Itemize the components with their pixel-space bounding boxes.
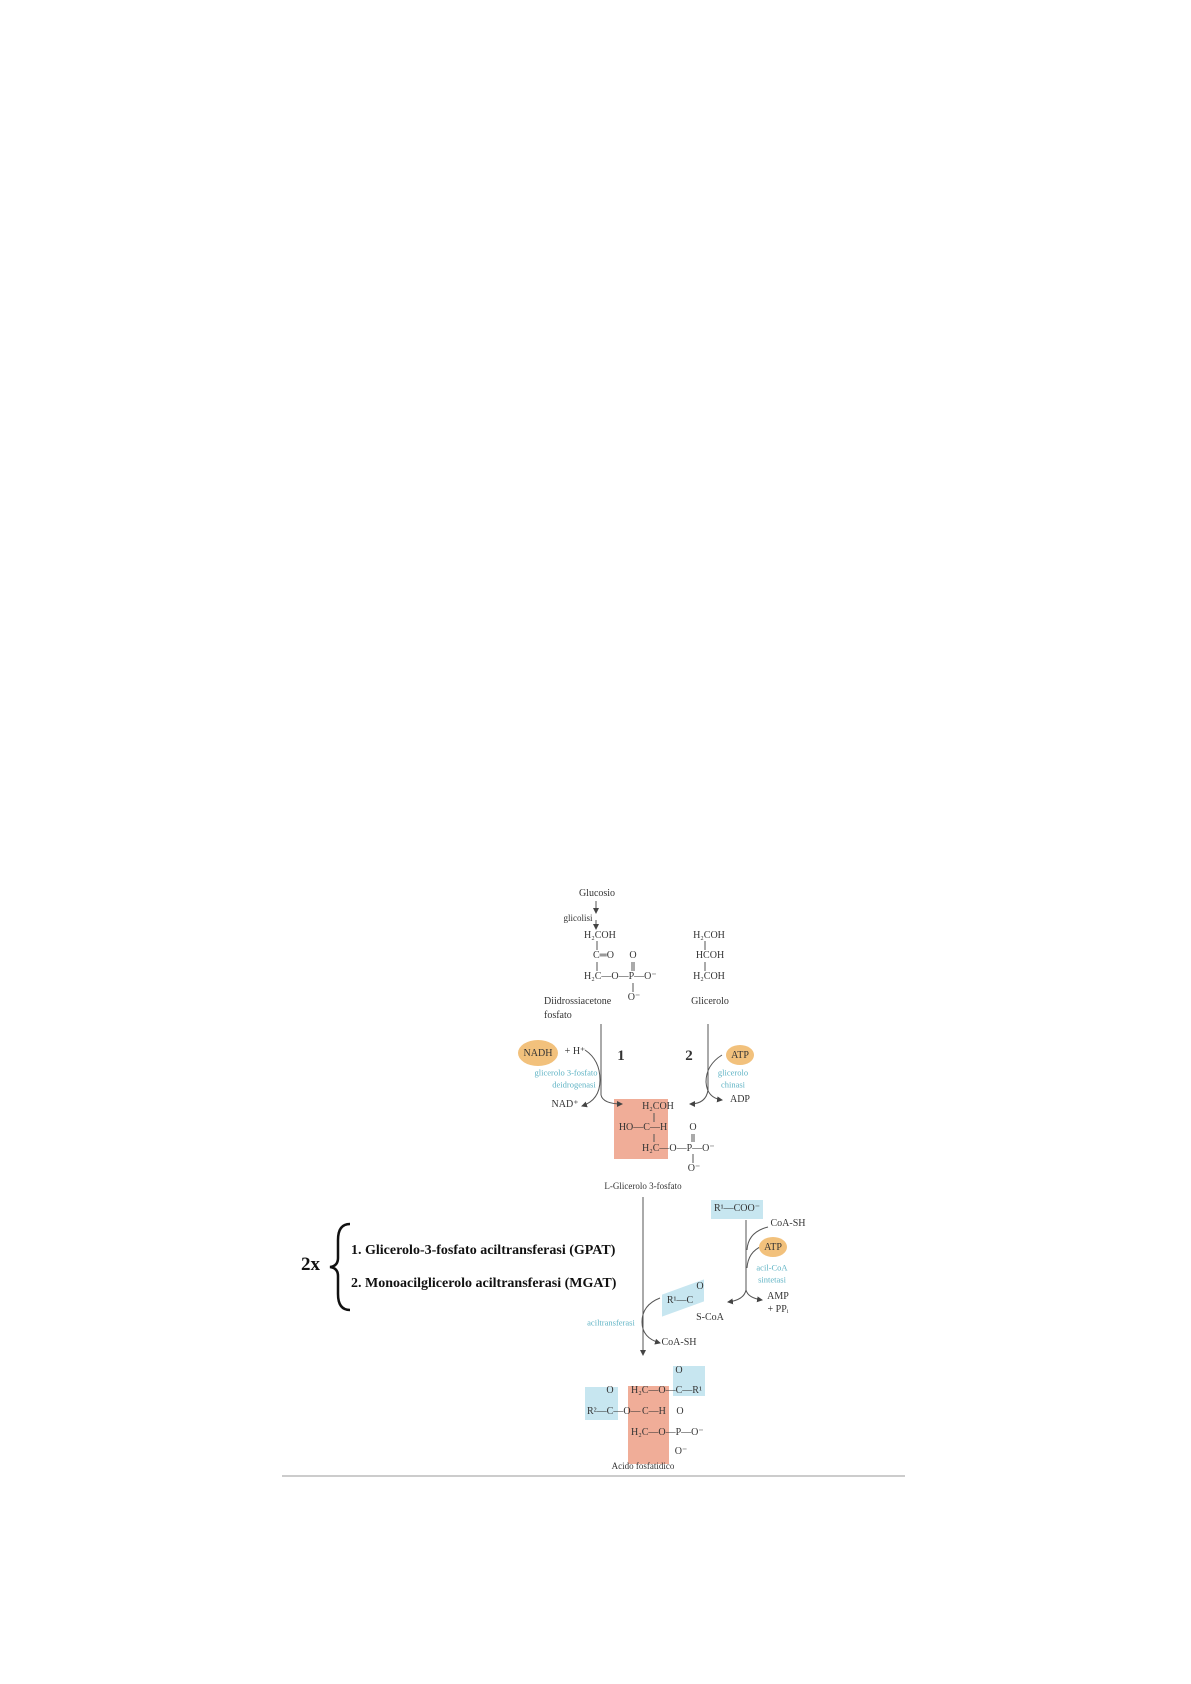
nadh-cofactor: NADH bbox=[518, 1040, 558, 1066]
amp-label: AMP bbox=[767, 1291, 789, 1302]
acyl-coa-label: R¹—C bbox=[666, 1295, 694, 1306]
acyl-coa-o: O bbox=[696, 1281, 704, 1292]
coa-sh-in-label: CoA-SH bbox=[770, 1218, 806, 1229]
glycolysis-label: glicolisi bbox=[563, 913, 593, 923]
enzyme-gpat: 1. Glicerolo-3-fosfato aciltransferasi (… bbox=[351, 1243, 616, 1258]
glycerol-backbone-highlight bbox=[628, 1386, 669, 1464]
g3p-dehydrogenase-label: glicerolo 3-fosfato bbox=[534, 1067, 598, 1078]
dhap-name: Diidrossiacetone bbox=[544, 996, 612, 1007]
atp-label-2: ATP bbox=[764, 1241, 782, 1253]
glycerol-line1: H₂COH bbox=[693, 930, 725, 941]
pa-p-bottom: O⁻ bbox=[674, 1446, 688, 1457]
acyl-coa-synthetase-label: acil-CoA bbox=[756, 1262, 788, 1273]
g3p-line3: H₂C—O—P—O⁻ bbox=[642, 1143, 715, 1154]
dhap-line1: H₂COH bbox=[584, 930, 616, 941]
glucose-label: Glucosio bbox=[578, 888, 616, 899]
acyl-coa-synthetase-label-2: sintetasi bbox=[758, 1274, 786, 1285]
atp-label: ATP bbox=[731, 1049, 749, 1061]
pa-line3: H₂C—O—P—O⁻ bbox=[631, 1427, 704, 1438]
r2-acyl-highlight bbox=[585, 1387, 618, 1420]
phosphatidic-acid-name: Acido fosfatidico bbox=[611, 1461, 675, 1471]
dhap-p-top: O bbox=[629, 950, 637, 961]
enzyme-mgat: 2. Monoacilglicerolo aciltransferasi (MG… bbox=[351, 1276, 617, 1291]
multiplier-label: 2x bbox=[301, 1254, 320, 1275]
curly-brace bbox=[329, 1222, 351, 1312]
glycerol-kinase-label: glicerolo bbox=[717, 1067, 749, 1078]
g3p-name: L-Glicerolo 3-fosfato bbox=[604, 1181, 682, 1191]
coa-sh-out-label: CoA-SH bbox=[661, 1337, 697, 1348]
glycerol-line3: H₂COH bbox=[693, 971, 725, 982]
dhap-line3: H₂C—O—P—O⁻ bbox=[584, 971, 657, 982]
pa-r1-o: O bbox=[675, 1365, 683, 1376]
pa-p-top: O bbox=[676, 1406, 684, 1417]
g3p-line2: HO—C—H bbox=[618, 1122, 668, 1133]
g3p-highlight bbox=[614, 1099, 668, 1159]
r1-acyl-highlight bbox=[673, 1366, 705, 1396]
g3p-p-top: O bbox=[689, 1122, 697, 1133]
nad-label: NAD⁺ bbox=[551, 1099, 579, 1110]
proton-label: + H⁺ bbox=[564, 1046, 586, 1057]
g3p-line1: H₂COH bbox=[642, 1101, 674, 1112]
pathway-2-number: 2 bbox=[685, 1048, 693, 1064]
pa-line2: C—H bbox=[642, 1406, 666, 1417]
pa-r2-o: O bbox=[606, 1385, 614, 1396]
dhap-p-bottom: O⁻ bbox=[627, 992, 641, 1003]
glycerol-kinase-label-2: chinasi bbox=[720, 1079, 746, 1090]
ppi-label: + PPᵢ bbox=[767, 1304, 789, 1315]
pa-r2-acyl: R²—C—O— bbox=[587, 1406, 641, 1417]
nadh-label: NADH bbox=[523, 1047, 553, 1059]
glycerol-line2: HCOH bbox=[695, 950, 725, 961]
glycerol-name: Glicerolo bbox=[691, 996, 729, 1007]
dhap-name-2: fosfato bbox=[544, 1010, 572, 1021]
pa-line1: H₂C—O—C—R¹ bbox=[631, 1385, 702, 1396]
acyltransferase-label: aciltransferasi bbox=[587, 1317, 635, 1328]
fatty-acid-label: R¹—COO⁻ bbox=[713, 1203, 761, 1214]
pathway-1-number: 1 bbox=[617, 1048, 625, 1064]
scoa-label: S-CoA bbox=[696, 1312, 724, 1323]
fatty-acid-highlight bbox=[711, 1200, 763, 1219]
g3p-p-bottom: O⁻ bbox=[687, 1163, 701, 1174]
atp-cofactor-2: ATP bbox=[759, 1237, 787, 1257]
adp-label: ADP bbox=[729, 1094, 751, 1105]
atp-cofactor: ATP bbox=[726, 1045, 754, 1065]
g3p-dehydrogenase-label-2: deidrogenasi bbox=[552, 1079, 596, 1090]
dhap-line2: C═O bbox=[593, 950, 614, 961]
